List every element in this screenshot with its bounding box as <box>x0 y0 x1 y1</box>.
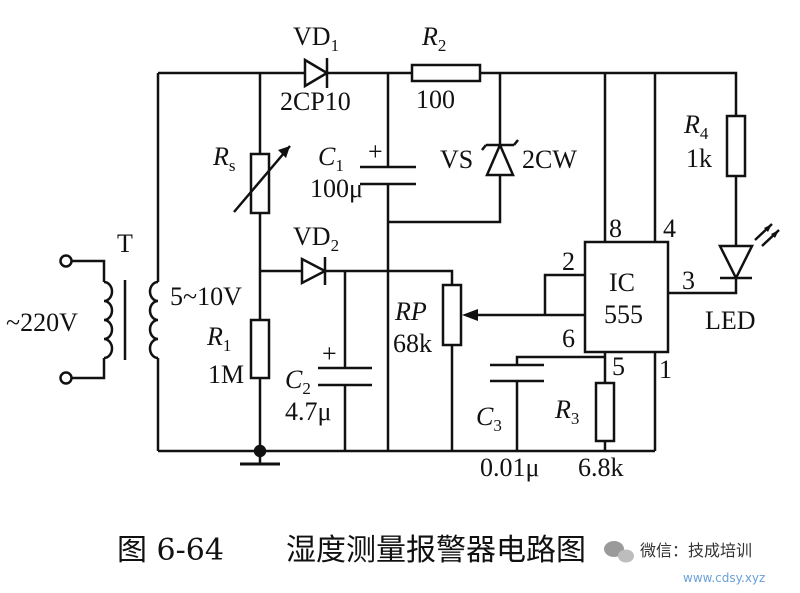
rp-label: RP <box>394 297 427 326</box>
r3-resistor <box>594 381 616 443</box>
c3-capacitor <box>490 363 544 383</box>
ic-pin-8: 8 <box>609 214 622 243</box>
c1-polarity: + <box>368 137 383 166</box>
c2-capacitor <box>318 366 372 387</box>
r2-resistor <box>410 63 482 83</box>
r1-resistor <box>249 318 271 380</box>
ic-pin-3: 3 <box>682 266 695 295</box>
vd1-label: VD1 <box>293 22 339 55</box>
c2-value-label: 4.7μ <box>285 397 331 426</box>
r4-resistor <box>725 114 747 178</box>
figure-caption: 图 6-64 湿度测量报警器电路图 <box>117 533 586 568</box>
led-label: LED <box>705 306 756 335</box>
wires <box>59 71 738 464</box>
r2-value-label: 100 <box>416 85 455 114</box>
watermark-text: 微信：技成培训 <box>640 541 752 560</box>
components <box>233 57 780 466</box>
ac-terminal-top <box>59 254 73 268</box>
r4-label: R4 <box>683 110 709 143</box>
c1-value-label: 100μ <box>310 174 363 203</box>
ic-555-chip <box>583 240 670 354</box>
r3-label: R3 <box>554 395 579 428</box>
ic-part-label: 555 <box>604 300 643 329</box>
rs-label: Rs <box>212 142 236 175</box>
vd2-label: VD2 <box>293 222 339 255</box>
r1-value-label: 1M <box>208 360 244 389</box>
r1-label: R1 <box>206 322 231 355</box>
ac-terminal-bottom <box>59 371 73 385</box>
transformer-label: T <box>117 229 133 258</box>
ic-pin-6: 6 <box>562 324 575 353</box>
c3-value-label: 0.01μ <box>480 453 539 482</box>
figure-title: 湿度测量报警器电路图 <box>286 533 586 568</box>
vs-zener-diode <box>481 139 519 177</box>
ic-label: IC <box>609 268 635 297</box>
ic-pin-2: 2 <box>562 247 575 276</box>
figure-number: 图 6-64 <box>117 533 224 568</box>
c1-capacitor <box>360 165 416 186</box>
r3-value-label: 6.8k <box>578 453 624 482</box>
vd1-diode <box>293 57 336 89</box>
wechat-icon <box>604 541 634 563</box>
watermark: 微信：技成培训 www.cdsy.xyz <box>604 541 765 585</box>
secondary-voltage-label: 5~10V <box>170 282 242 311</box>
ic-pin-1: 1 <box>659 355 672 384</box>
rp-value-label: 68k <box>393 329 432 358</box>
vs-part-label: 2CW <box>522 145 577 174</box>
c2-label: C2 <box>285 365 311 398</box>
transformer-primary-coil <box>103 280 114 360</box>
ac-source-label: ~220V <box>6 308 78 337</box>
r2-label: R2 <box>421 22 446 55</box>
c1-label: C1 <box>318 142 344 175</box>
watermark-url: www.cdsy.xyz <box>683 571 765 585</box>
c2-polarity: + <box>322 339 337 368</box>
led-diode <box>717 223 780 281</box>
r4-value-label: 1k <box>686 144 712 173</box>
rp-potentiometer <box>441 283 478 347</box>
vd1-part-label: 2CP10 <box>280 87 351 116</box>
ic-pin-5: 5 <box>612 352 625 381</box>
vs-label: VS <box>440 145 473 174</box>
transformer-secondary-coil <box>148 280 159 360</box>
labels: ~220V T 5~10V VD1 2CP10 R2 100 Rs C1 100… <box>6 22 756 482</box>
c3-label: C3 <box>476 402 502 435</box>
rs-variable-resistor <box>233 145 291 215</box>
ic-pin-4: 4 <box>663 214 676 243</box>
ground-symbol <box>240 444 280 466</box>
vd2-diode <box>300 256 333 286</box>
